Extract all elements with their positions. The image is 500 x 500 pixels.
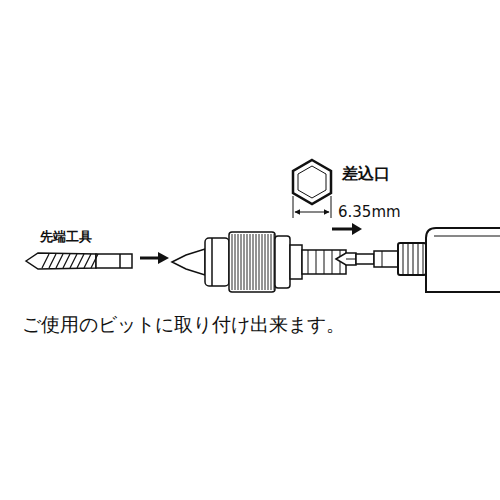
hatch-stroke <box>238 234 239 290</box>
hatch-stroke <box>413 243 414 275</box>
hatch-stroke <box>244 234 245 290</box>
hatch-stroke <box>241 234 242 290</box>
power-driver <box>398 228 500 292</box>
hatch-stroke <box>56 254 63 268</box>
hatch-stroke <box>259 234 260 290</box>
hatch-stroke <box>63 254 70 268</box>
hatch-stroke <box>403 243 404 275</box>
hatch-stroke <box>84 254 91 268</box>
hatch-stroke <box>408 243 409 275</box>
hatch-stroke <box>332 250 333 274</box>
hatch-stroke <box>308 250 309 274</box>
hatch-stroke <box>271 234 272 290</box>
hatch-stroke <box>232 234 233 290</box>
hatch-stroke <box>316 250 317 274</box>
hatch-stroke <box>70 254 77 268</box>
hatch-stroke <box>247 234 248 290</box>
drill-bit <box>26 253 132 269</box>
hatch-stroke <box>423 243 424 275</box>
hatch-stroke <box>77 254 84 268</box>
hatch-stroke <box>253 234 254 290</box>
hatch-stroke <box>42 254 49 268</box>
hatch-stroke <box>262 234 263 290</box>
hatch-stroke <box>268 234 269 290</box>
drill-chuck <box>172 232 346 292</box>
tool-label: 先端工具 <box>40 229 92 245</box>
hatch-stroke <box>235 234 236 290</box>
hatch-stroke <box>265 234 266 290</box>
dimension-label: 6.35mm <box>338 203 401 221</box>
hatch-stroke <box>256 234 257 290</box>
socket-label: 差込口 <box>342 164 390 183</box>
hatch-stroke <box>418 243 419 275</box>
hatch-stroke <box>250 234 251 290</box>
driver-bit <box>336 251 398 267</box>
hatch-stroke <box>49 254 56 268</box>
caption-text: ご使用のビットに取り付け出来ます。 <box>22 313 345 336</box>
hex-socket-symbol <box>293 160 331 218</box>
hatch-stroke <box>91 254 98 268</box>
hatch-stroke <box>324 250 325 274</box>
